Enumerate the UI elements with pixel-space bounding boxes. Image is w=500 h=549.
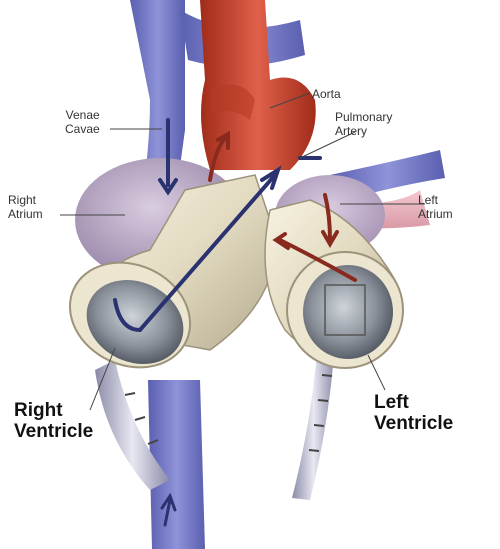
driveline-tubes xyxy=(95,340,335,500)
leader-lines xyxy=(60,92,425,411)
right-atrium-label: Right Atrium xyxy=(8,193,43,221)
left-ventricle-label: Left Ventricle xyxy=(374,392,454,434)
blood-flow-arrows xyxy=(113,118,357,527)
venae-cavae-label: Venae Cavae xyxy=(65,108,100,136)
pulmonary-artery-label: Pulmonary Artery xyxy=(335,110,393,138)
right-ventricle-label: Right Ventricle xyxy=(14,400,94,442)
aorta-vessel xyxy=(200,0,316,170)
right-ventricle-device xyxy=(68,174,277,369)
aorta-label: Aorta xyxy=(312,87,341,101)
left-ventricle-device xyxy=(264,199,404,369)
left-atrium-label: Left Atrium xyxy=(418,193,453,221)
